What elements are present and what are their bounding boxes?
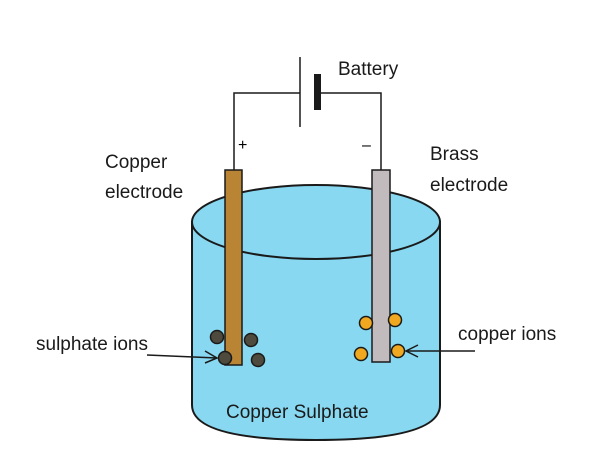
sulphate-ion	[217, 350, 233, 366]
negative-terminal-label: –	[362, 137, 371, 154]
sulphate-ion	[243, 332, 259, 348]
copper-ions-label: copper ions	[458, 324, 556, 345]
copper-electrode	[224, 169, 243, 366]
brass-electrode	[371, 169, 391, 363]
copper-electrode-label-line1: Copper	[105, 152, 168, 173]
sulphate-ions-label: sulphate ions	[36, 334, 148, 355]
circuit-wires	[233, 92, 382, 170]
copper-ion	[358, 315, 374, 331]
copper-ions-arrow	[404, 344, 475, 358]
copper-ions	[353, 312, 406, 362]
sulphate-ions-arrow	[146, 350, 219, 364]
positive-wire	[233, 92, 300, 170]
positive-terminal-label: +	[238, 137, 247, 154]
copper-sulphate-label: Copper Sulphate	[226, 402, 369, 423]
sulphate-ions	[209, 329, 266, 368]
copper-ion	[387, 312, 403, 328]
battery-icon	[299, 57, 321, 127]
sulphate-ion	[250, 352, 266, 368]
negative-wire	[318, 92, 382, 170]
battery-label: Battery	[338, 59, 399, 80]
sulphate-ion	[209, 329, 225, 345]
copper-electrode-label-line2: electrode	[105, 182, 183, 203]
copper-ion	[353, 346, 369, 362]
copper-ion	[390, 343, 406, 359]
brass-electrode-label-line2: electrode	[430, 175, 508, 196]
brass-electrode-label-line1: Brass	[430, 144, 479, 165]
